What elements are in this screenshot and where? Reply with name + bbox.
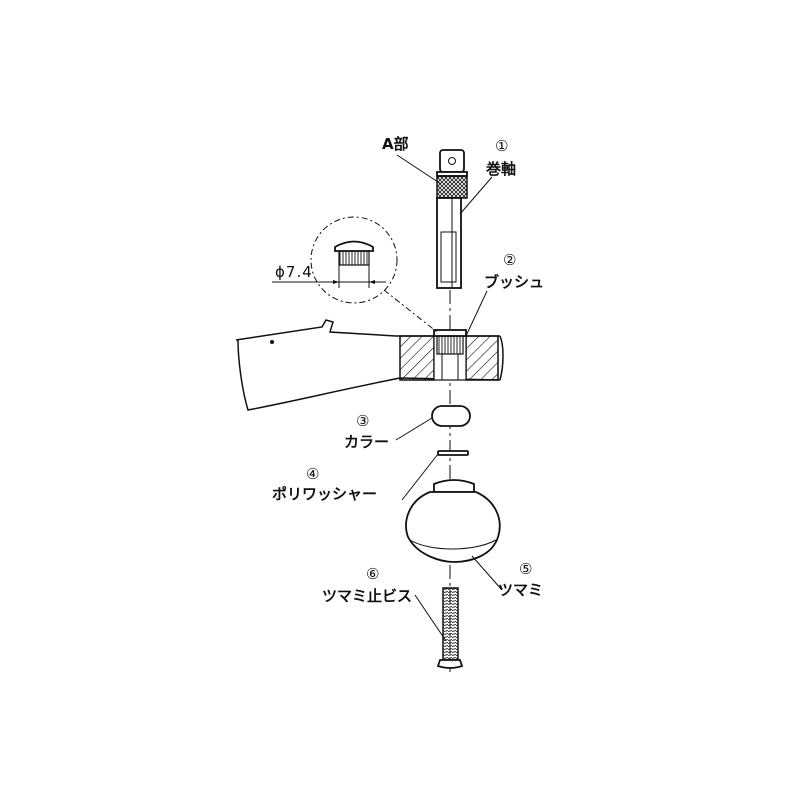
part-2-number: ② bbox=[503, 251, 516, 269]
leader-axle bbox=[459, 176, 493, 215]
leader-bushing bbox=[465, 290, 488, 337]
part-5-number: ⑤ bbox=[519, 560, 532, 578]
part-3-name: カラー bbox=[344, 433, 389, 451]
part-4-name: ポリワッシャー bbox=[272, 485, 377, 503]
collar bbox=[431, 405, 471, 427]
poly-washer bbox=[437, 450, 469, 456]
a-part-label: A部 bbox=[382, 135, 409, 153]
diameter-dimension: ϕ7.4 bbox=[275, 263, 313, 281]
winding-axle bbox=[436, 149, 468, 289]
part-6-name: ツマミ止ビス bbox=[322, 587, 412, 605]
leader-screw bbox=[414, 594, 447, 642]
part-1-name: 巻軸 bbox=[485, 160, 516, 178]
frame-section bbox=[235, 319, 504, 411]
part-6-number: ⑥ bbox=[366, 565, 379, 583]
knob-screw bbox=[436, 587, 464, 669]
knob bbox=[405, 479, 501, 563]
leader-collar bbox=[395, 417, 433, 441]
part-3-number: ③ bbox=[356, 412, 369, 430]
part-2-name: ブッシュ bbox=[484, 273, 544, 291]
leader-a-part bbox=[396, 154, 442, 185]
part-5-name: ツマミ bbox=[498, 581, 543, 599]
part-1-number: ① bbox=[495, 137, 508, 155]
part-4-number: ④ bbox=[306, 465, 319, 483]
leader-washer bbox=[401, 453, 439, 501]
bushing-detail bbox=[272, 216, 438, 333]
leader-knob bbox=[471, 555, 503, 591]
